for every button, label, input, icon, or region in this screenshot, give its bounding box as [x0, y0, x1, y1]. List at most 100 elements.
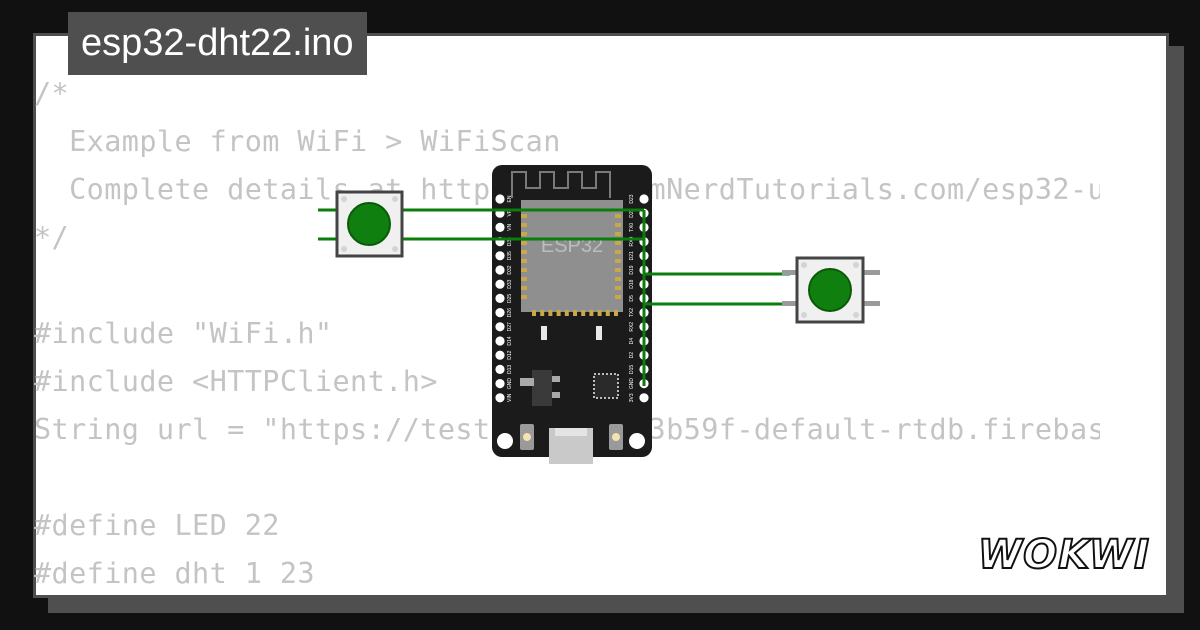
code-listing: /* Example from WiFi > WiFiScan Complete… [34, 70, 1100, 590]
header-pin[interactable] [495, 293, 505, 303]
chip-pad [521, 214, 527, 218]
chip-pad [540, 310, 545, 316]
code-line: #include "WiFi.h" [34, 317, 333, 350]
pin-label: VN [507, 224, 513, 231]
pin-label: VIN [507, 393, 513, 402]
button-cap[interactable] [808, 268, 852, 312]
pin-label: GND [507, 378, 513, 390]
button-corner [392, 196, 398, 202]
button-corner [801, 312, 807, 318]
chip-pad [615, 286, 621, 290]
regulator-pin [520, 378, 534, 386]
mounting-hole [629, 433, 645, 449]
chip-pad [605, 310, 610, 316]
pin-label: TX2 [629, 308, 635, 317]
code-line: */ [34, 221, 70, 254]
pin-label: D23 [629, 194, 635, 203]
code-line: #define LED 22 [34, 509, 280, 542]
wokwi-logo: WOKWI [977, 531, 1150, 576]
chip-pad [556, 310, 561, 316]
button-corner [853, 262, 859, 268]
header-pin[interactable] [495, 308, 505, 318]
header-pin[interactable] [495, 379, 505, 389]
chip-pad [521, 295, 527, 299]
regulator-pin [552, 376, 560, 382]
pin-label: D21 [629, 251, 635, 260]
usb-port-inner [555, 428, 587, 436]
button-lead [863, 301, 880, 306]
chip-pad [573, 310, 577, 316]
button-lead [782, 270, 798, 275]
pushbutton-1[interactable] [335, 190, 404, 258]
button-corner [392, 246, 398, 252]
pin-label: D2 [629, 352, 635, 359]
header-pin[interactable] [495, 350, 505, 360]
chip-pad [521, 232, 527, 236]
pin-label: D33 [507, 279, 513, 288]
chip-pad [521, 250, 527, 254]
button-lead [782, 301, 798, 306]
chip-pad [615, 241, 621, 245]
mounting-hole [497, 433, 513, 449]
header-pin[interactable] [639, 393, 649, 403]
reset-button-cap [612, 433, 620, 441]
pin-label: EN [507, 195, 513, 202]
chip-pad [521, 286, 527, 290]
chip-pad [615, 232, 621, 236]
pin-label: D5 [629, 295, 635, 302]
chip-pad [521, 241, 527, 245]
chip-pads [521, 214, 621, 316]
chip-pad [615, 277, 621, 281]
code-line: #include <HTTPClient.h> [34, 365, 438, 398]
pushbutton-2[interactable] [782, 256, 880, 324]
header-pin[interactable] [495, 364, 505, 374]
pin-label: D34 [507, 237, 513, 246]
header-pin[interactable] [495, 322, 505, 332]
button-corner [853, 312, 859, 318]
pin-label: D32 [507, 265, 513, 274]
header-pin[interactable] [495, 265, 505, 275]
pin-label: GND [629, 378, 635, 390]
button-corner [341, 196, 347, 202]
pin-label: D15 [629, 365, 635, 374]
header-pin[interactable] [495, 393, 505, 403]
chip-pad [521, 259, 527, 263]
pin-label: D13 [507, 365, 513, 374]
pin-label: D14 [507, 336, 513, 345]
pin-label: D18 [629, 279, 635, 288]
pin-label: D27 [507, 322, 513, 331]
antenna-trace [511, 171, 611, 198]
pin-label: D19 [629, 265, 635, 274]
code-line: Example from WiFi > WiFiScan [34, 125, 561, 158]
pin-label: D12 [507, 350, 513, 359]
chip-pad [521, 277, 527, 281]
pin-label: 3V3 [629, 393, 635, 402]
chip-pad [615, 214, 621, 218]
chip-pad [521, 268, 527, 272]
chip-pad [532, 310, 536, 316]
code-line: String url = "https://test-project-3b59f… [34, 413, 1100, 446]
boot-button-cap [523, 433, 531, 441]
smd-part [596, 326, 602, 340]
chip-pad [615, 259, 621, 263]
chip-pad [615, 223, 621, 227]
pin-label: D25 [507, 294, 513, 303]
code-line: /* [34, 77, 70, 110]
pin-label: D4 [629, 338, 635, 345]
button-lead [863, 270, 880, 275]
header-pin[interactable] [495, 222, 505, 232]
chip-pad [597, 310, 602, 316]
chip-pad [589, 310, 594, 316]
header-pin[interactable] [639, 194, 649, 204]
pin-label: D35 [507, 251, 513, 260]
pin-label: D26 [507, 308, 513, 317]
button-corner [341, 246, 347, 252]
button-cap[interactable] [347, 202, 391, 246]
esp32-chip [521, 200, 623, 312]
header-pin[interactable] [495, 336, 505, 346]
header-pin[interactable] [495, 194, 505, 204]
smd-part [541, 326, 547, 340]
header-pin[interactable] [495, 251, 505, 261]
header-pin[interactable] [495, 279, 505, 289]
